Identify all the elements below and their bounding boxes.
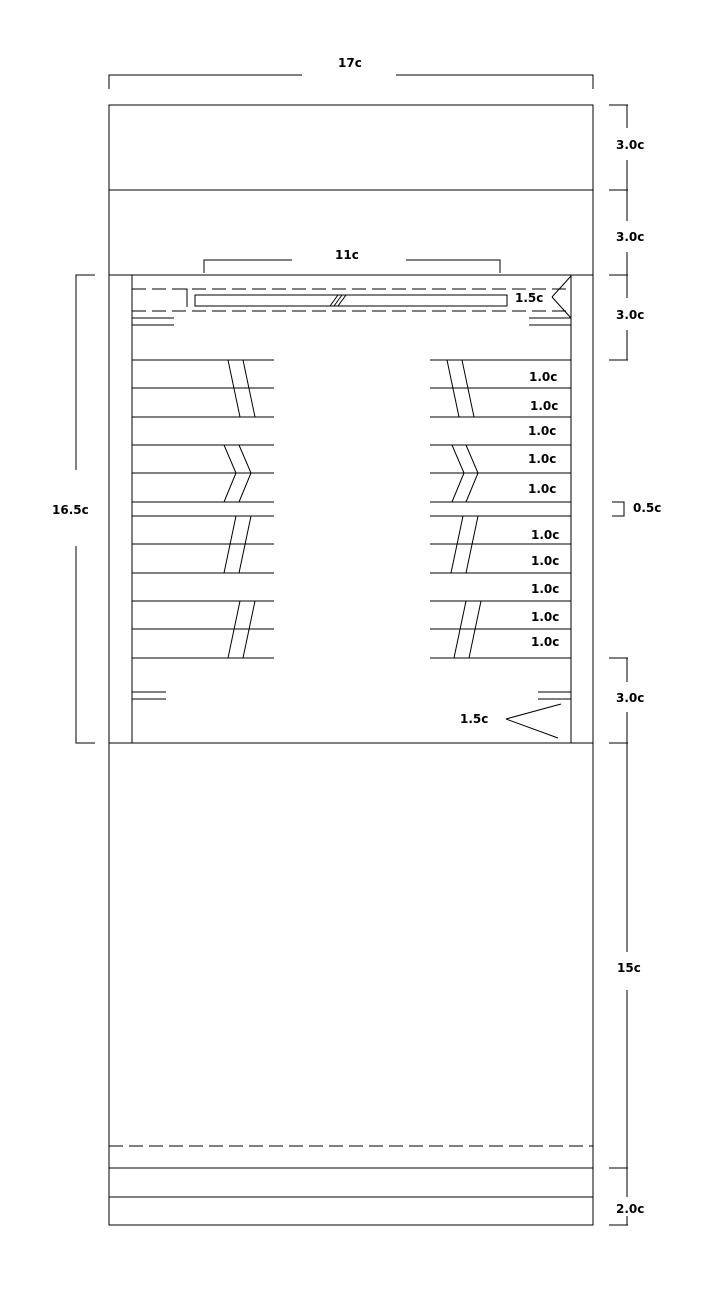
- step-label: 1.0c: [531, 635, 559, 649]
- bottom-angle-line-2: [505, 718, 559, 739]
- step-label: 1.0c: [528, 452, 556, 466]
- label-step-gap: 0.5c: [633, 501, 661, 515]
- step-label: 1.0c: [528, 482, 556, 496]
- step-label: 1.0c: [530, 399, 558, 413]
- stair-section: [131, 275, 572, 743]
- label-total-height: 16.5c: [52, 503, 89, 517]
- break-line: [227, 600, 241, 659]
- right-flight-steps: [430, 359, 571, 659]
- right-break-marks: [446, 359, 482, 659]
- step-label: 1.0c: [531, 554, 559, 568]
- dimension-lines: [75, 74, 628, 1226]
- label-top-angle: 1.5c: [515, 291, 543, 305]
- handrail-bar: [194, 294, 508, 307]
- label-landing-bottom: 3.0c: [616, 691, 644, 705]
- step-label: 1.0c: [528, 424, 556, 438]
- outer-frame: [108, 104, 594, 1226]
- break-line: [465, 515, 479, 574]
- break-line: [227, 359, 241, 418]
- break-zigzag: [238, 444, 252, 503]
- top-landing: [132, 275, 572, 326]
- label-top-section-2: 3.0c: [616, 230, 644, 244]
- break-line: [461, 359, 475, 418]
- label-bottom-section: 2.0c: [616, 1202, 644, 1216]
- dim-width-left: [108, 74, 302, 89]
- hatch-1: [329, 294, 339, 307]
- label-top-section-1: 3.0c: [616, 138, 644, 152]
- label-inner-width: 11c: [335, 248, 359, 262]
- break-line: [223, 515, 237, 574]
- label-lower-section: 15c: [617, 961, 641, 975]
- step-label: 1.0c: [531, 528, 559, 542]
- label-landing-top: 3.0c: [616, 308, 644, 322]
- break-zigzag: [465, 444, 479, 503]
- break-zigzag: [223, 444, 237, 503]
- break-line: [242, 600, 256, 659]
- label-total-width: 17c: [338, 56, 362, 70]
- hatch-3: [337, 294, 347, 307]
- dim-inner-left: [203, 259, 292, 273]
- label-bottom-angle: 1.5c: [460, 712, 488, 726]
- bottom-landing: [132, 691, 571, 739]
- dim-width-right: [396, 74, 594, 89]
- break-line: [446, 359, 460, 418]
- break-line: [450, 515, 464, 574]
- break-line: [238, 515, 252, 574]
- break-line: [453, 600, 467, 659]
- left-break-marks: [223, 359, 256, 659]
- landing-bracket-left: [176, 288, 188, 307]
- break-line: [242, 359, 256, 418]
- bottom-angle-line-1: [505, 703, 562, 720]
- dimension-labels: 17c 11c 16.5c 3.0c 3.0c 3.0c 1.5c 0.5c 3…: [52, 56, 661, 1216]
- dim-height-bottom: [75, 546, 95, 744]
- top-angle-line-2: [551, 296, 572, 319]
- step-label: 1.0c: [531, 610, 559, 624]
- outer-border: [108, 104, 594, 1226]
- dim-gap-bracket: [612, 501, 625, 517]
- top-angle-line-1: [551, 275, 572, 298]
- dim-inner-right: [406, 259, 501, 273]
- left-flight-steps: [132, 359, 274, 659]
- break-zigzag: [451, 444, 465, 503]
- dim-height-top: [75, 274, 95, 470]
- step-label: 1.0c: [531, 582, 559, 596]
- break-line: [468, 600, 482, 659]
- hatch-2: [333, 294, 343, 307]
- step-label: 1.0c: [529, 370, 557, 384]
